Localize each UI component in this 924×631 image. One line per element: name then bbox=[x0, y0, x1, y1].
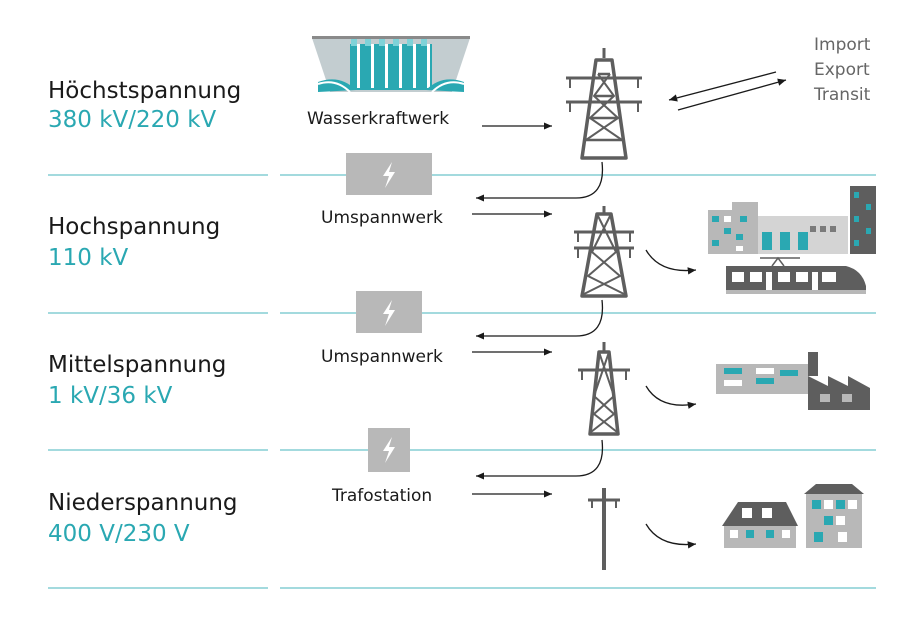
station-label-substation-2: Umspannwerk bbox=[321, 347, 443, 367]
utility-pole-icon bbox=[588, 488, 620, 570]
pylon-icon bbox=[578, 342, 630, 436]
substation-box-1 bbox=[346, 153, 432, 195]
station-label-substation-1: Umspannwerk bbox=[321, 208, 443, 228]
arrow-pylon3-to-transformer bbox=[476, 439, 604, 480]
factory-icon bbox=[716, 352, 870, 410]
trade-label-export: Export bbox=[814, 60, 870, 80]
level-voltage-medium: 1 kV/36 kV bbox=[48, 383, 173, 409]
houses-icon bbox=[722, 484, 864, 548]
arrow-to-city bbox=[645, 249, 697, 275]
hydro-plant-icon bbox=[312, 36, 470, 93]
lightning-icon bbox=[383, 162, 395, 188]
level-voltage-low: 400 V/230 V bbox=[48, 521, 190, 547]
level-name-extra-high: Höchstspannung bbox=[48, 78, 242, 104]
import-arrow bbox=[668, 71, 777, 102]
level-voltage-high: 110 kV bbox=[48, 245, 129, 271]
level-name-medium: Mittelspannung bbox=[48, 352, 227, 378]
pylon-icon bbox=[566, 48, 642, 160]
level-voltage-extra-high: 380 kV/220 kV bbox=[48, 107, 217, 133]
arrow-pylon1-to-substation bbox=[476, 161, 604, 202]
trade-label-import: Import bbox=[814, 35, 871, 55]
arrow-pylon2-to-substation bbox=[476, 299, 604, 340]
lightning-icon bbox=[383, 300, 395, 326]
export-arrow bbox=[677, 78, 787, 111]
city-icon bbox=[708, 186, 876, 254]
arrow-to-factory bbox=[645, 385, 697, 409]
substation-box-2 bbox=[356, 291, 422, 333]
level-name-low: Niederspannung bbox=[48, 490, 238, 516]
transformer-box bbox=[368, 428, 410, 472]
lightning-icon bbox=[383, 437, 395, 463]
trade-label-transit: Transit bbox=[814, 85, 871, 105]
level-name-high: Hochspannung bbox=[48, 214, 221, 240]
station-label-hydro: Wasserkraftwerk bbox=[307, 109, 450, 129]
train-icon bbox=[726, 256, 866, 294]
station-label-transformer: Trafostation bbox=[332, 486, 433, 506]
arrow-to-houses bbox=[645, 523, 697, 549]
pylon-icon bbox=[574, 206, 634, 298]
